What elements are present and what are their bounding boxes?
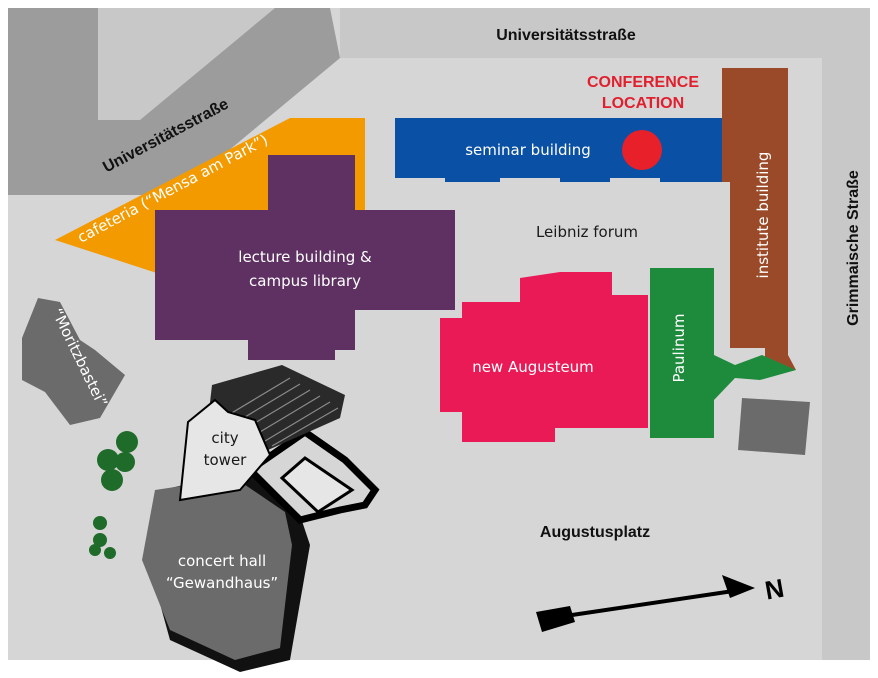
seminar-building-label: seminar building [465,141,591,159]
lecture-building [155,155,455,360]
street-stub [98,8,148,120]
grimmaische-street [822,58,870,660]
street-top-band [340,8,870,58]
street-upper-left-block [8,8,98,120]
city-tower-outline [244,427,380,524]
city-tower-label-line1: city [211,429,238,447]
paulinum-label: Paulinum [670,313,688,382]
conference-label-line2: LOCATION [602,95,684,112]
conference-label-line1: CONFERENCE [587,74,699,91]
lecture-building-label-line1: lecture building & [238,248,372,266]
trees-icon [89,431,138,559]
street-label-north: Universitätsstraße [496,27,636,44]
lecture-building-label-line2: campus library [249,272,361,290]
conference-location-marker [622,130,662,170]
new-augusteum-label: new Augusteum [472,358,594,376]
new-augusteum-building [440,272,648,442]
moritzbastei-building [22,298,125,425]
leibniz-forum-label: Leibniz forum [536,223,638,241]
concert-hall-label-line2: “Gewandhaus” [166,574,278,592]
small-gray-building [738,398,810,455]
paulinum-building [650,268,796,438]
north-label: N [763,573,787,606]
north-arrow-icon [536,575,755,632]
city-tower-annex [279,456,355,514]
street-diagonal-lane [8,8,340,195]
concert-hall-label-line1: concert hall [178,552,266,570]
institute-building-label: institute building [754,152,772,279]
concert-hall-building [142,478,292,660]
augustusplatz-label: Augustusplatz [540,524,650,541]
city-tower-label-line2: tower [204,451,248,469]
street-label-east: Grimmaische Straße [845,170,862,326]
institute-building [722,68,796,370]
city-tower-building [178,398,272,502]
